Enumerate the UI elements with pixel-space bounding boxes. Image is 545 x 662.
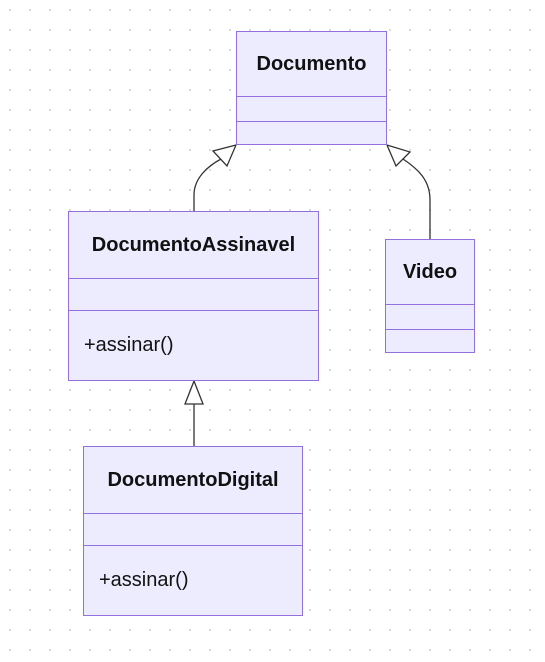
attributes-section-documentodigital — [84, 514, 302, 546]
method-assinar: +assinar() — [84, 334, 174, 356]
class-video[interactable]: Video — [385, 239, 475, 353]
attributes-section-video — [386, 305, 474, 330]
class-documentodigital[interactable]: DocumentoDigital +assinar() — [83, 446, 303, 616]
methods-section-documentodigital: +assinar() — [84, 546, 302, 615]
method-assinar: +assinar() — [99, 569, 189, 591]
methods-section-documento — [237, 122, 386, 144]
inheritance-arrowhead-documento-right — [385, 143, 412, 168]
edge-video-to-documento — [402, 158, 431, 239]
edge-documentoassinavel-to-documento — [193, 158, 222, 211]
inheritance-arrowhead-documento-left — [211, 144, 238, 168]
class-documento[interactable]: Documento — [236, 31, 387, 145]
class-name-documentoassinavel: DocumentoAssinavel — [69, 212, 318, 279]
attributes-section-documentoassinavel — [69, 279, 318, 311]
inheritance-arrowhead-documentoassinavel — [184, 379, 204, 405]
class-documentoassinavel[interactable]: DocumentoAssinavel +assinar() — [68, 211, 319, 381]
attributes-section-documento — [237, 97, 386, 122]
class-name-documentodigital: DocumentoDigital — [84, 447, 302, 514]
methods-section-video — [386, 330, 474, 352]
class-name-video: Video — [386, 240, 474, 305]
methods-section-documentoassinavel: +assinar() — [69, 311, 318, 380]
class-name-documento: Documento — [237, 32, 386, 97]
